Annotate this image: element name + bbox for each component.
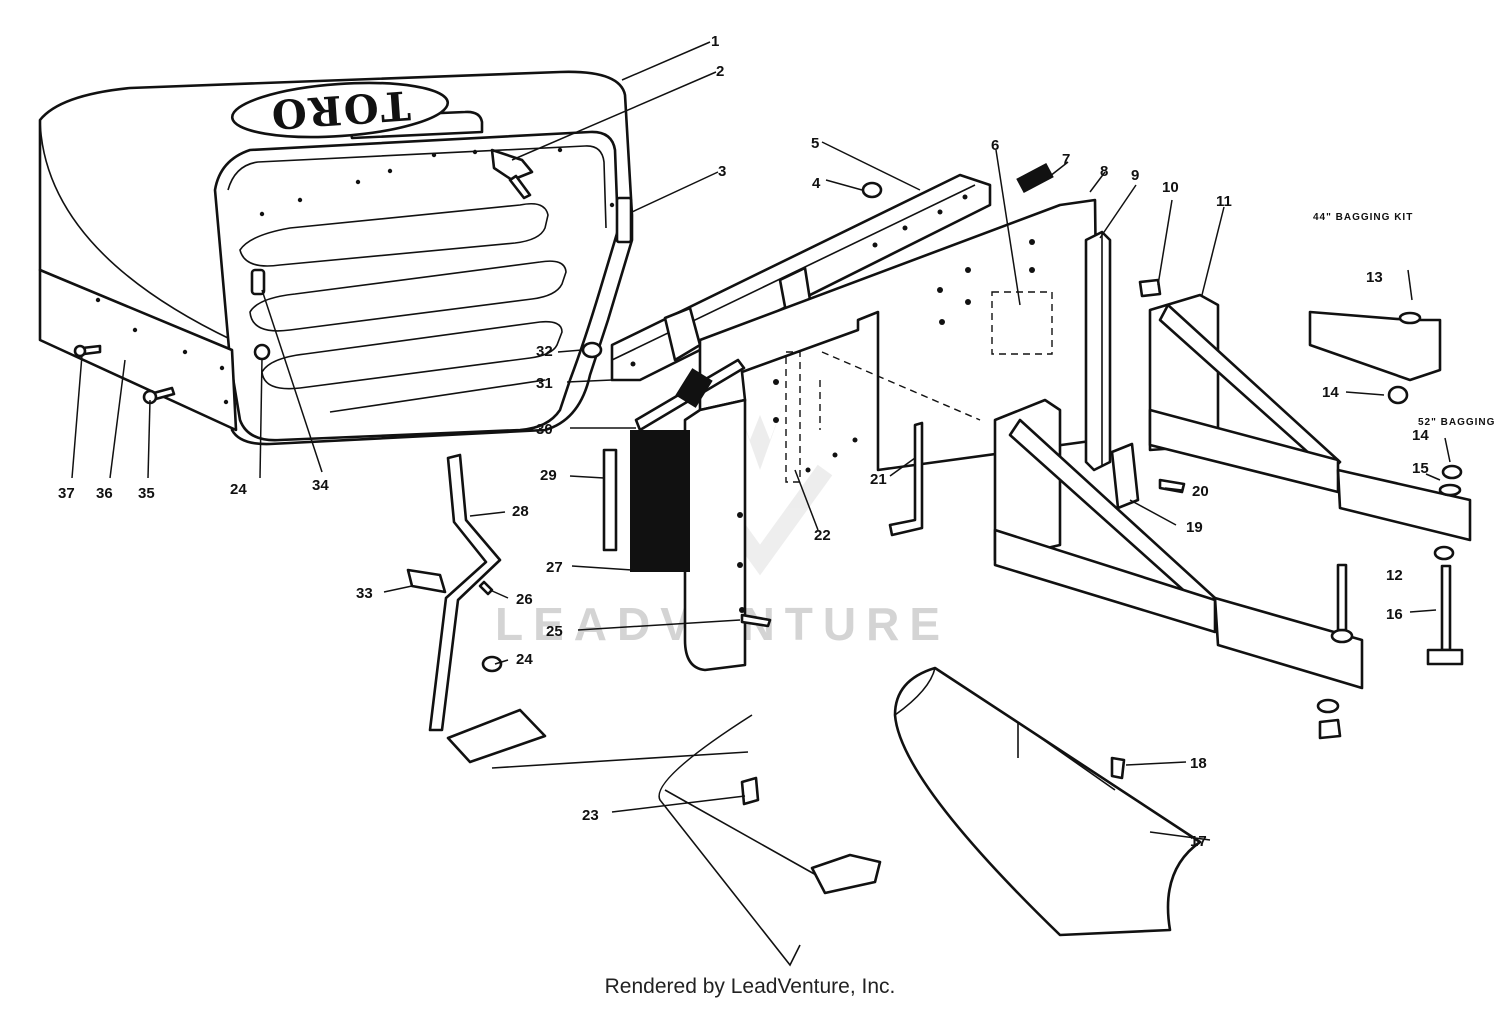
chute-plate [602, 162, 1100, 672]
callout-3: 3 [718, 163, 726, 180]
callout-8: 8 [1100, 163, 1108, 180]
callout-24-upper: 24 [230, 481, 247, 498]
rubber-flap [630, 430, 690, 572]
callout-9: 9 [1131, 167, 1139, 184]
kit-label-44: 44" BAGGING KIT [1313, 212, 1413, 223]
callout-37: 37 [58, 485, 75, 502]
callout-12: 12 [1386, 567, 1403, 584]
grass-bag: TORO [38, 70, 634, 446]
callout-14-a: 14 [1322, 384, 1339, 401]
callout-19: 19 [1186, 519, 1203, 536]
callout-6: 6 [991, 137, 999, 154]
callout-22: 22 [814, 527, 831, 544]
callout-31: 31 [536, 375, 553, 392]
callout-17: 17 [1190, 833, 1207, 850]
callout-30: 30 [536, 421, 553, 438]
callout-29: 29 [540, 467, 557, 484]
callout-labels: 1 2 3 4 5 6 7 8 9 10 11 44" BAGGING KIT … [58, 33, 1495, 850]
callout-35: 35 [138, 485, 155, 502]
callout-2: 2 [716, 63, 724, 80]
support-frame-44 [1148, 293, 1472, 542]
callout-27: 27 [546, 559, 563, 576]
toro-logo-text: TORO [268, 81, 412, 138]
deflector [893, 666, 1202, 937]
callout-23: 23 [582, 807, 599, 824]
callout-32: 32 [536, 343, 553, 360]
lower-shield [491, 714, 882, 967]
callout-4: 4 [812, 175, 821, 192]
bag-handle [406, 453, 547, 764]
callout-11: 11 [1216, 193, 1232, 210]
callout-1: 1 [711, 33, 719, 50]
callout-20: 20 [1192, 483, 1209, 500]
kit-label-52: 52" BAGGING [1418, 417, 1495, 428]
callout-24-lower: 24 [516, 651, 533, 668]
callout-10: 10 [1162, 179, 1179, 196]
callout-25: 25 [546, 623, 563, 640]
callout-14-b: 14 [1412, 427, 1429, 444]
toro-logo-icon [230, 81, 450, 139]
callout-28: 28 [512, 503, 529, 520]
callout-26: 26 [516, 591, 533, 608]
support-frame-52 [993, 398, 1464, 740]
callout-leaders [71, 41, 1451, 841]
callout-7: 7 [1062, 151, 1070, 168]
credit-text: Rendered by LeadVenture, Inc. [604, 975, 896, 998]
callout-34: 34 [312, 477, 329, 494]
callout-5: 5 [811, 135, 819, 152]
callout-16: 16 [1386, 606, 1403, 623]
callout-33: 33 [356, 585, 373, 602]
callout-13: 13 [1366, 269, 1383, 286]
callout-15: 15 [1412, 460, 1429, 477]
callout-36: 36 [96, 485, 113, 502]
callout-21: 21 [870, 471, 887, 488]
vertical-bracket [1084, 230, 1186, 510]
callout-18: 18 [1190, 755, 1207, 772]
